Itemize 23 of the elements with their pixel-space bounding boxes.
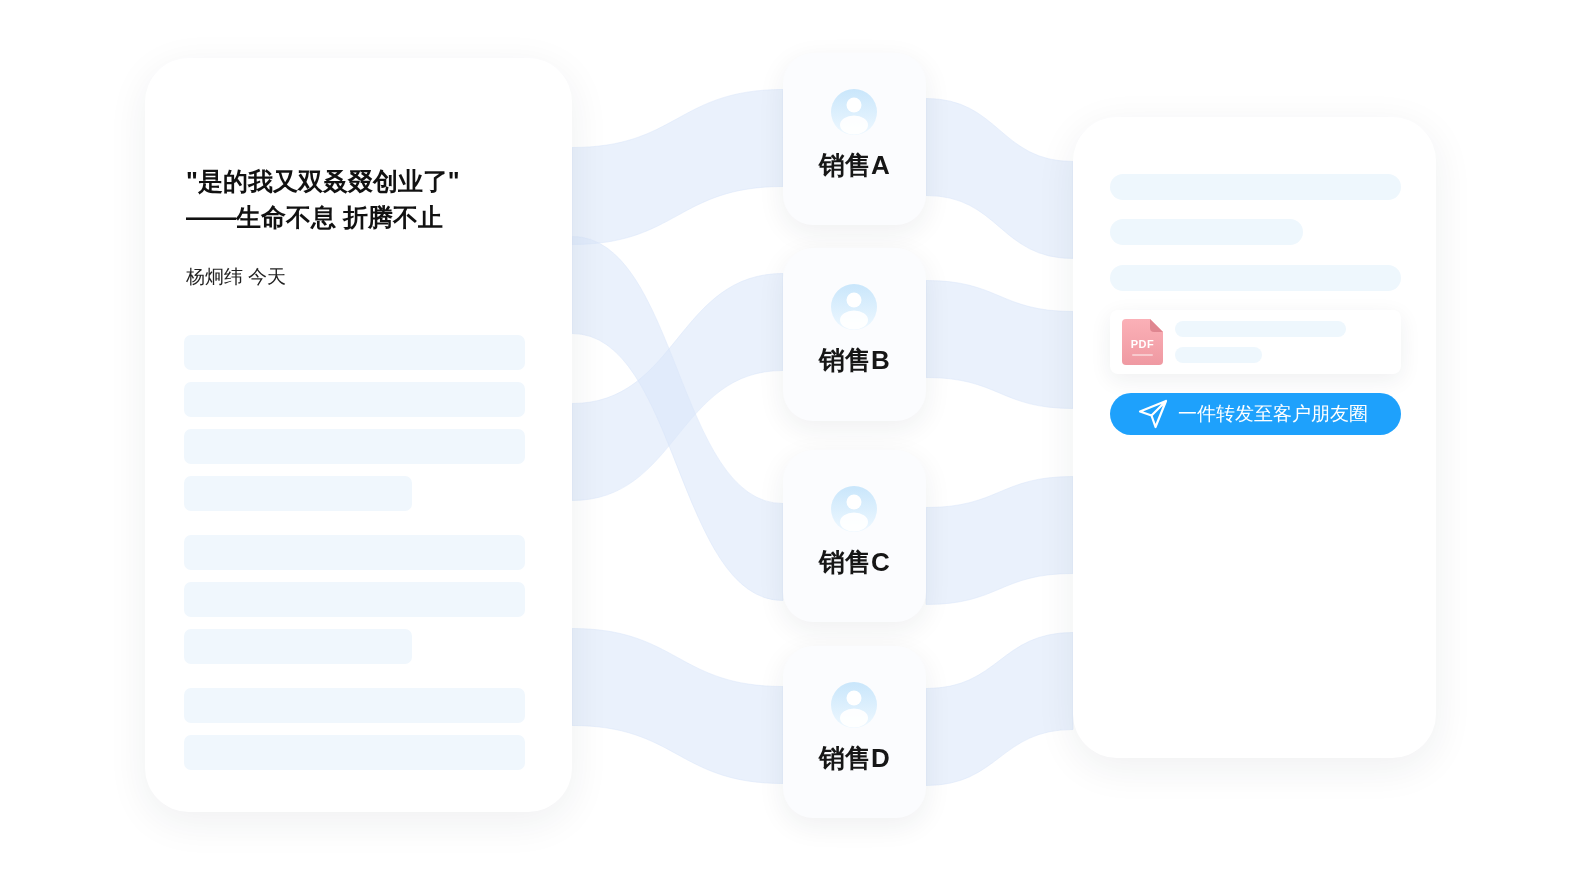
person-card bbox=[783, 53, 926, 225]
flow-ribbon bbox=[925, 476, 1074, 605]
flow-ribbon bbox=[925, 98, 1074, 259]
card-label: 销售B bbox=[819, 344, 890, 377]
share-button: 一件转发至客户朋友圈 bbox=[1110, 393, 1401, 435]
flow-ribbon bbox=[925, 632, 1074, 786]
flow-ribbon bbox=[571, 89, 784, 245]
person-card bbox=[783, 248, 926, 421]
flow-ribbon bbox=[571, 628, 784, 784]
flow-ribbon bbox=[571, 236, 784, 601]
file-type-label: PDF bbox=[1130, 338, 1155, 351]
byline: 杨炯纬 今天 bbox=[186, 265, 287, 289]
flow-ribbon bbox=[925, 280, 1074, 409]
card-label: 销售D bbox=[819, 742, 890, 775]
phone-card bbox=[1073, 117, 1436, 758]
article-subtitle: ——生命不息 折腾不止 bbox=[186, 202, 443, 233]
person-card bbox=[783, 450, 926, 622]
person-card bbox=[783, 646, 926, 818]
card-label: 销售A bbox=[819, 149, 890, 182]
flow-ribbon bbox=[571, 273, 784, 501]
card-label: 销售C bbox=[819, 546, 890, 579]
phone-card bbox=[145, 58, 572, 812]
article-title: "是的我又双叒叕创业了" bbox=[186, 166, 460, 197]
